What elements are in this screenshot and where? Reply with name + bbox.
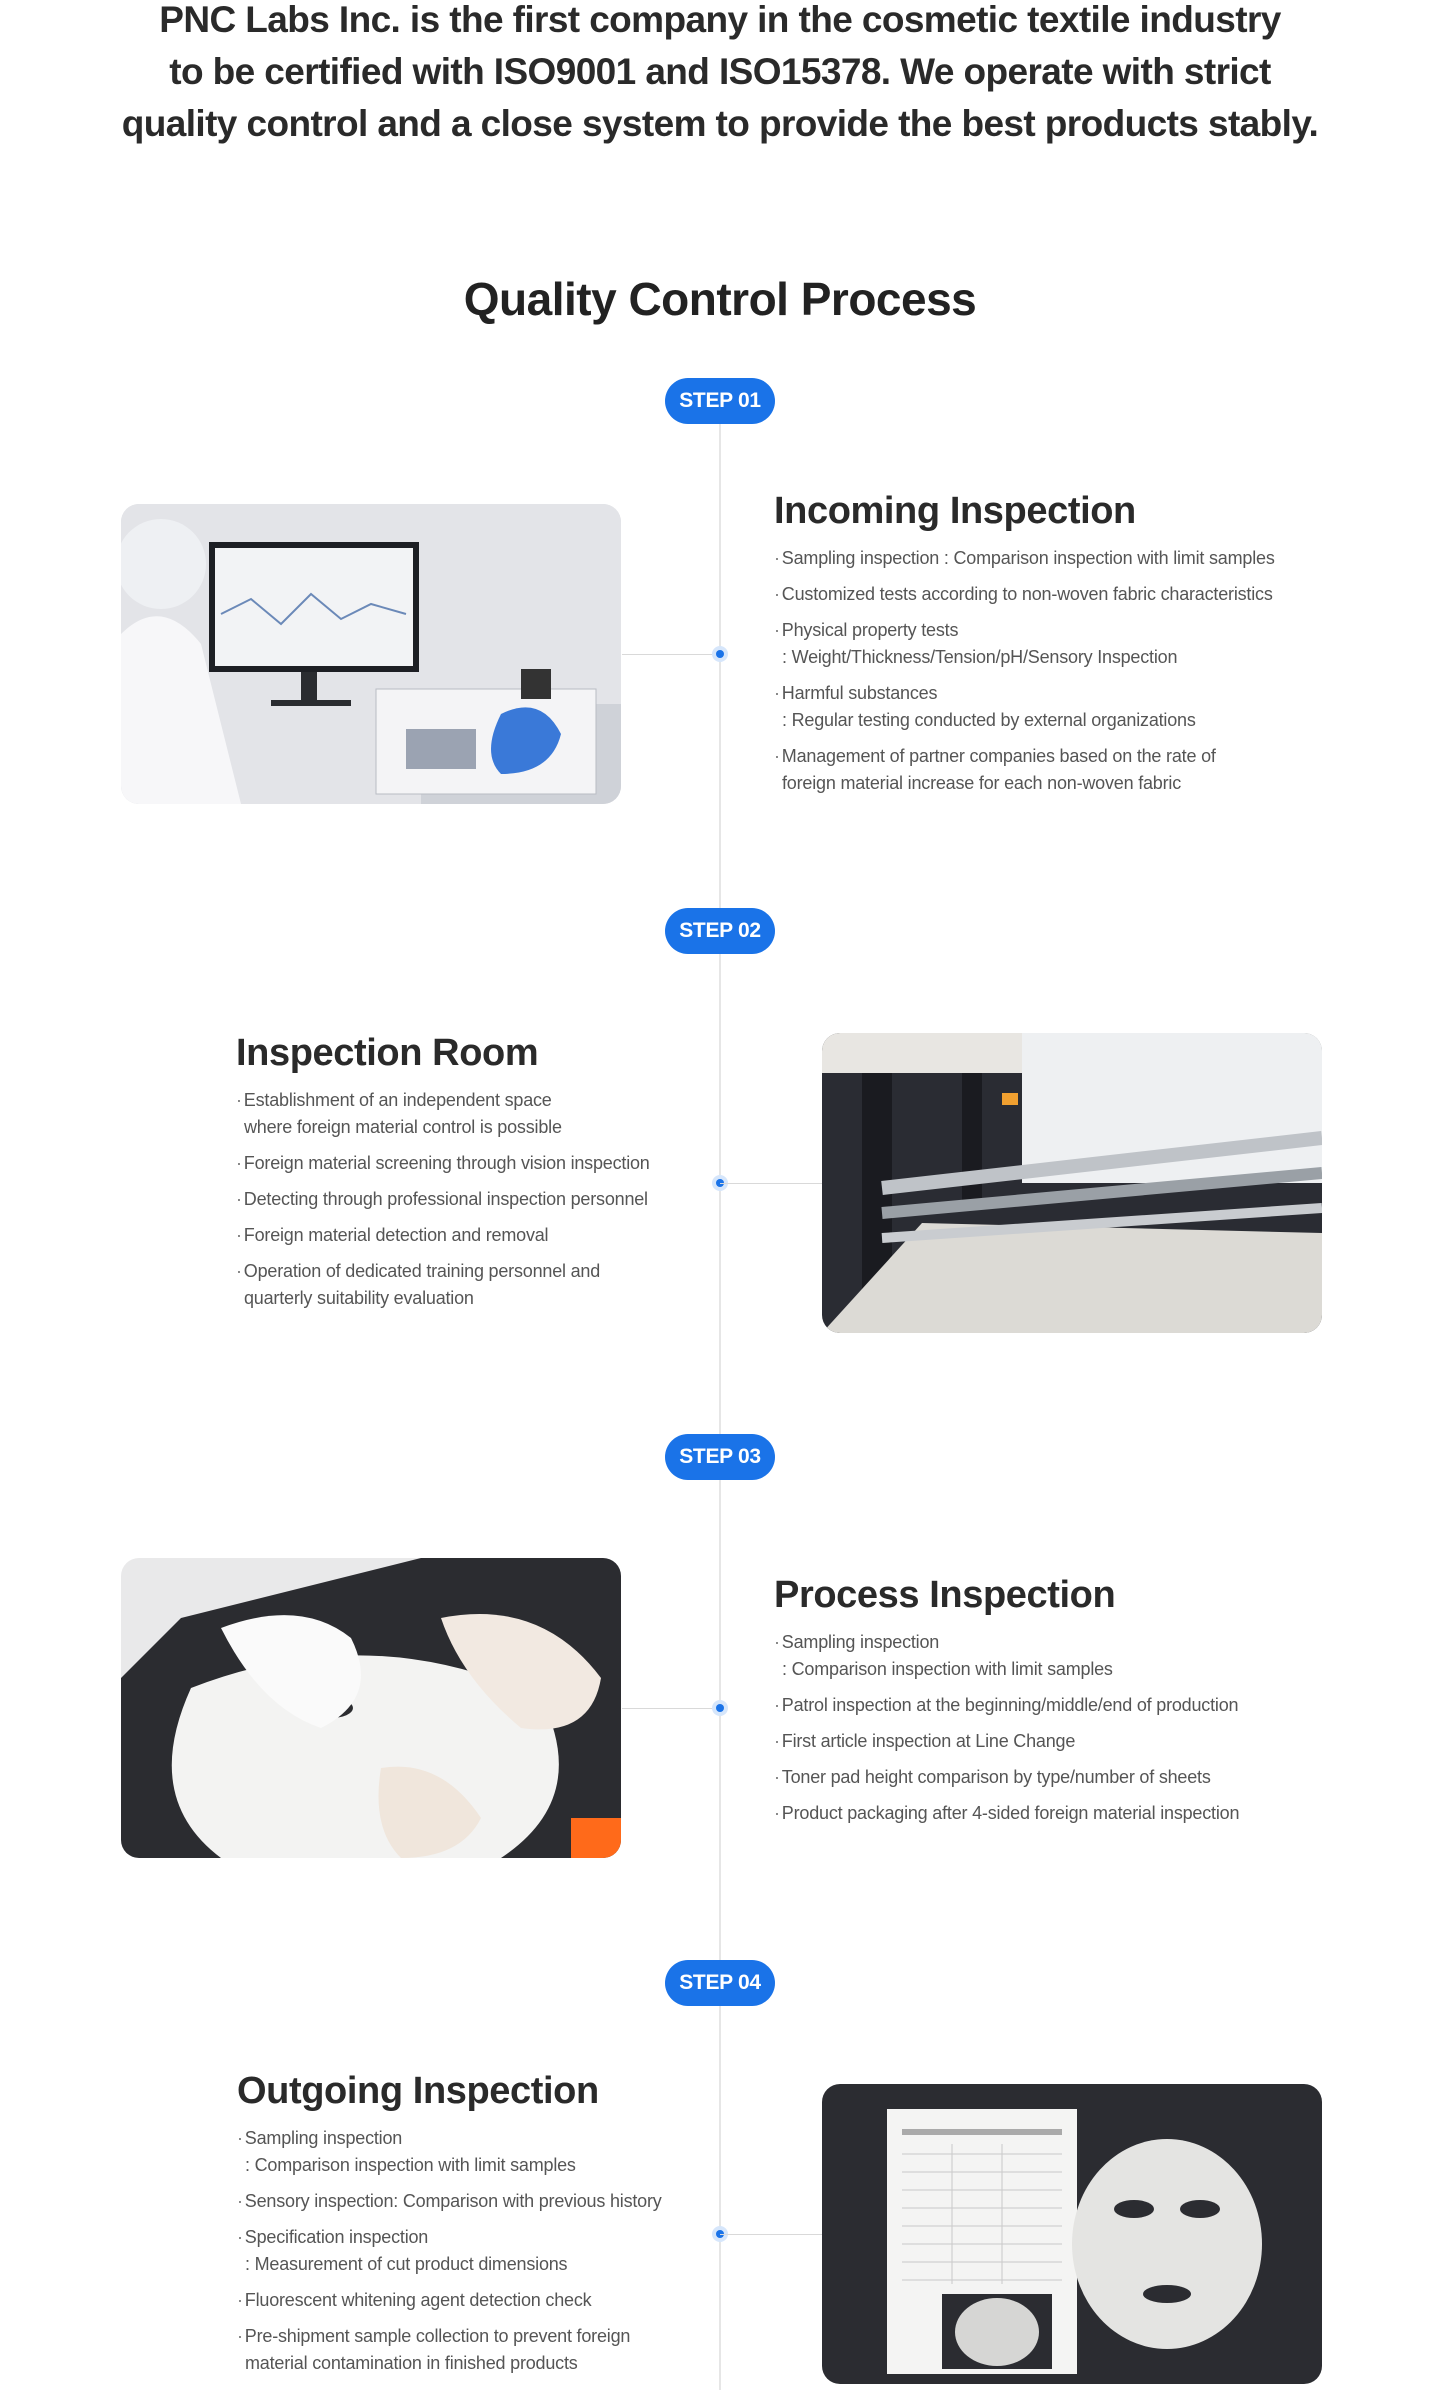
list-item: ·Management of partner companies based o… [774,746,1216,793]
intro-line-2: to be certified with ISO9001 and ISO1537… [169,51,1271,92]
list-item: ·Harmful substances: Regular testing con… [774,683,1196,730]
list-item: ·Product packaging after 4-sided foreign… [774,1803,1240,1823]
step-04-connector [720,2234,822,2235]
lab-technician-photo [121,504,621,804]
step-04-title: Outgoing Inspection [237,2070,599,2112]
step-02-content: Inspection Room ·Establishment of an ind… [236,1032,796,1321]
step-01-badge: STEP 01 [665,378,775,424]
list-item: ·Toner pad height comparison by type/num… [774,1767,1211,1787]
step-01-list: ·Sampling inspection : Comparison inspec… [774,545,1334,797]
list-item: ·Fluorescent whitening agent detection c… [237,2290,592,2310]
step-01-content: Incoming Inspection ·Sampling inspection… [774,490,1334,806]
step-03-dot [712,1700,728,1716]
step-02-title: Inspection Room [236,1032,539,1074]
intro-line-3: quality control and a close system to pr… [121,103,1319,144]
list-item: ·Sampling inspection: Comparison inspect… [774,1632,1113,1679]
step-04-badge: STEP 04 [665,1960,775,2006]
step-03-content: Process Inspection ·Sampling inspection:… [774,1574,1334,1836]
outgoing-sample-photo [822,2084,1322,2384]
step-01-title: Incoming Inspection [774,490,1136,532]
list-item: ·Physical property tests: Weight/Thickne… [774,620,1178,667]
list-item: ·Patrol inspection at the beginning/midd… [774,1695,1239,1715]
timeline-line [719,420,721,2390]
list-item: ·Foreign material detection and removal [236,1225,549,1245]
step-03-title: Process Inspection [774,1574,1116,1616]
step-01-dot [712,646,728,662]
list-item: ·Detecting through professional inspecti… [236,1189,648,1209]
step-02-badge: STEP 02 [665,908,775,954]
step-03-badge: STEP 03 [665,1434,775,1480]
intro-text: PNC Labs Inc. is the first company in th… [0,0,1440,150]
list-item: ·First article inspection at Line Change [774,1731,1076,1751]
section-title: Quality Control Process [463,273,977,325]
list-item: ·Operation of dedicated training personn… [236,1261,601,1308]
step-04-content: Outgoing Inspection ·Sampling inspection… [237,2070,797,2386]
list-item: ·Sampling inspection: Comparison inspect… [237,2128,576,2175]
list-item: ·Pre-shipment sample collection to preve… [237,2326,631,2373]
list-item: ·Customized tests according to non-woven… [774,584,1273,604]
list-item: ·Specification inspection: Measurement o… [237,2227,568,2274]
inspection-machine-photo [822,1033,1322,1333]
mask-sheet-photo [121,1558,621,1858]
step-03-connector [622,1708,720,1709]
list-item: ·Foreign material screening through visi… [236,1153,650,1173]
step-03-list: ·Sampling inspection: Comparison inspect… [774,1629,1334,1827]
list-item: ·Sampling inspection : Comparison inspec… [774,548,1275,568]
step-02-connector [720,1183,822,1184]
step-01-connector [622,654,720,655]
step-04-list: ·Sampling inspection: Comparison inspect… [237,2125,797,2377]
intro-line-1: PNC Labs Inc. is the first company in th… [159,0,1281,40]
list-item: ·Sensory inspection: Comparison with pre… [237,2191,662,2211]
